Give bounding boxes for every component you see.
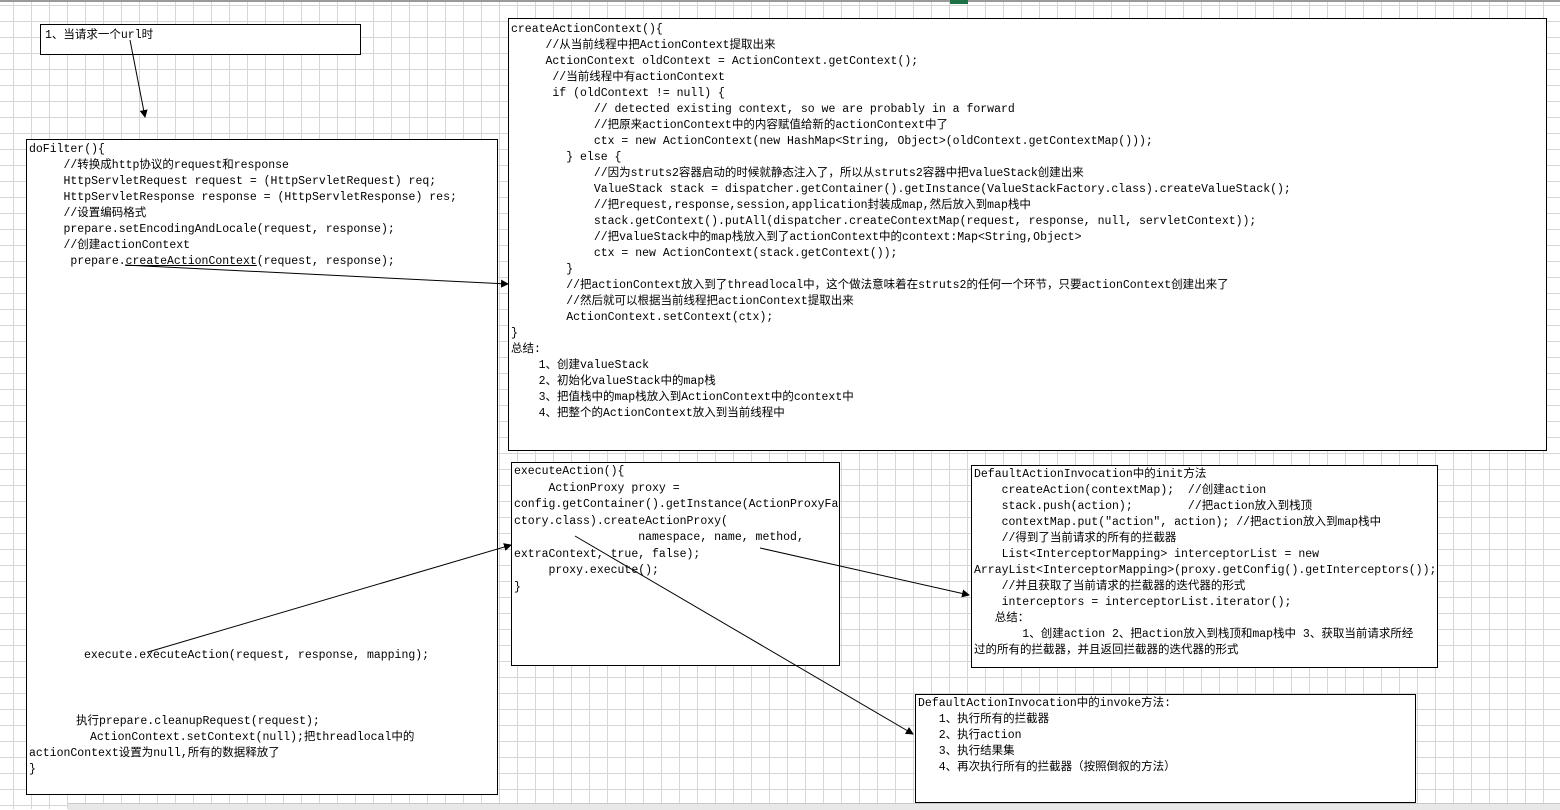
code-line: config.getContainer().getInstance(Action… [514, 498, 839, 511]
code-line: ctory.class).createActionProxy( [514, 514, 728, 528]
code-line: HttpServletRequest request = (HttpServle… [29, 175, 437, 188]
code-line: //设置编码格式 [29, 207, 147, 220]
summary-item: 1、创建valueStack [511, 359, 650, 372]
code-line: createActionContext(){ [511, 23, 663, 36]
cleanup-request-line: 执行prepare.cleanupRequest(request); [76, 715, 320, 728]
summary-heading: 总结: [511, 343, 541, 356]
code-line: ActionContext.setContext(ctx); [511, 311, 774, 324]
code-line: List<InterceptorMapping> interceptorList… [974, 548, 1320, 561]
code-line: namespace, name, method, [514, 531, 804, 544]
horizontal-scrollbar[interactable] [68, 803, 1560, 810]
code-line: interceptors = interceptorList.iterator(… [974, 596, 1292, 609]
header-divider [0, 0, 1560, 2]
code-line: stack.getContext().putAll(dispatcher.cre… [511, 215, 1257, 228]
code-line: proxy.execute(); [514, 564, 659, 577]
code-line: } else { [511, 151, 622, 164]
dofilter-box[interactable]: doFilter(){ //转换成http协议的request和response… [26, 139, 498, 795]
code-line: ctx = new ActionContext(stack.getContext… [511, 247, 898, 260]
list-item: 2、执行action [918, 729, 1022, 742]
summary-item: 2、初始化valueStack中的map栈 [511, 375, 716, 388]
code-line: ArrayList<InterceptorMapping>(proxy.getC… [974, 564, 1437, 577]
url-request-text: 1、当请求一个url时 [45, 29, 154, 42]
code-line: //把request,response,session,application封… [511, 199, 1031, 212]
create-action-context-box[interactable]: createActionContext(){ //从当前线程中把ActionCo… [508, 18, 1547, 451]
list-item: 1、执行所有的拦截器 [918, 713, 1050, 726]
execute-action-box[interactable]: executeAction(){ ActionProxy proxy = con… [511, 462, 840, 666]
code-text: prepare. [29, 255, 126, 268]
code-line: createAction(contextMap); //创建action [974, 484, 1267, 497]
active-cell-indicator [950, 0, 968, 4]
code-line: contextMap.put("action", action); //把act… [974, 516, 1382, 529]
code-line: //把原来actionContext中的内容赋值给新的actionContext… [511, 119, 949, 132]
code-line: //把actionContext放入到了threadlocal中，这个做法意味着… [511, 279, 1229, 292]
url-request-box[interactable]: 1、当请求一个url时 [40, 24, 361, 55]
summary-text: 过的所有的拦截器，并且返回拦截器的迭代器的形式 [974, 644, 1239, 657]
code-line: //从当前线程中把ActionContext提取出来 [511, 39, 776, 52]
summary-item: 4、把整个的ActionContext放入到当前线程中 [511, 407, 785, 420]
code-line: if (oldContext != null) { [511, 87, 725, 100]
list-item: 3、执行结果集 [918, 745, 1015, 758]
code-line: stack.push(action); //把action放入到栈顶 [974, 500, 1313, 513]
invoke-title: DefaultActionInvocation中的invoke方法: [918, 697, 1172, 710]
code-line: //然后就可以根据当前线程把actionContext提取出来 [511, 295, 854, 308]
code-line: ValueStack stack = dispatcher.getContain… [511, 183, 1291, 196]
code-line: //得到了当前请求的所有的拦截器 [974, 532, 1177, 545]
code-line: //并且获取了当前请求的拦截器的迭代器的形式 [974, 580, 1246, 593]
code-line: } [514, 580, 521, 594]
code-line: ActionProxy proxy = [514, 481, 680, 495]
dofilter-close: } [29, 763, 36, 776]
code-line: executeAction(){ [514, 465, 625, 478]
code-line: doFilter(){ [29, 143, 105, 156]
set-context-null-line: ActionContext.setContext(null);把threadlo… [90, 731, 415, 744]
summary-item: 3、把值栈中的map栈放入到ActionContext中的context中 [511, 391, 854, 404]
code-line: // detected existing context, so we are … [511, 103, 1015, 116]
code-line: //创建actionContext [29, 239, 191, 252]
init-title: DefaultActionInvocation中的init方法 [974, 468, 1207, 481]
code-line: //转换成http协议的request和response [29, 159, 289, 172]
code-line: HttpServletResponse response = (HttpServ… [29, 191, 457, 204]
execute-action-call: execute.executeAction(request, response,… [84, 649, 430, 662]
code-line: } [511, 263, 574, 276]
code-line: } [511, 327, 518, 340]
code-line: prepare.setEncodingAndLocale(request, re… [29, 223, 395, 236]
invoke-method-box[interactable]: DefaultActionInvocation中的invoke方法: 1、执行所… [915, 694, 1416, 803]
code-line: //因为struts2容器启动的时候就静态注入了，所以从struts2容器中把v… [511, 167, 1084, 180]
code-line: extraContext, true, false); [514, 547, 701, 561]
create-action-context-link[interactable]: createActionContext [125, 255, 257, 268]
create-action-context-call: prepare.createActionContext(request, res… [29, 254, 495, 270]
code-line: //当前线程中有actionContext [511, 71, 725, 84]
list-item: 4、再次执行所有的拦截器（按照倒叙的方法） [918, 761, 1176, 774]
null-release-line: actionContext设置为null,所有的数据释放了 [29, 747, 280, 760]
summary-heading: 总结： [974, 612, 1030, 625]
code-line: ActionContext oldContext = ActionContext… [511, 55, 919, 68]
code-line: ctx = new ActionContext(new HashMap<Stri… [511, 135, 1153, 148]
code-line: //把valueStack中的map栈放入到了actionContext中的co… [511, 231, 1082, 244]
code-text: (request, response); [256, 255, 395, 268]
dofilter-lines: doFilter(){ //转换成http协议的request和response… [29, 142, 495, 270]
summary-text: 1、创建action 2、把action放入到栈顶和map栈中 3、获取当前请求… [974, 628, 1414, 641]
init-method-box[interactable]: DefaultActionInvocation中的init方法 createAc… [971, 465, 1438, 668]
